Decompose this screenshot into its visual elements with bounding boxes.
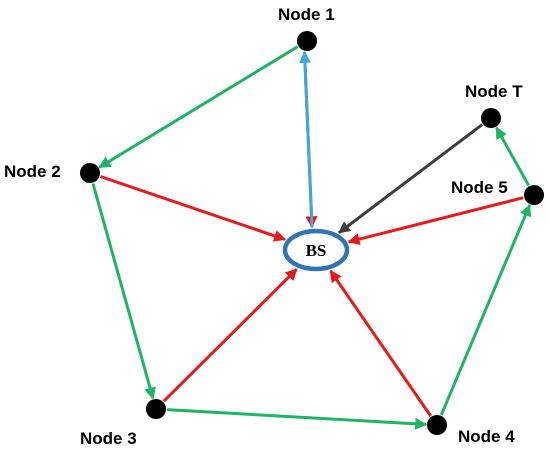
edges-layer [91,45,532,430]
edge-bs-to-node1 [298,50,314,228]
edge-node1-to-node2 [98,45,299,169]
edge-node2-to-node3 [91,183,156,400]
node-t-dot [481,108,501,128]
base-station: BS [282,228,350,272]
node-labels: Node 1 Node 2 Node 3 Node 4 Node 5 Node … [4,5,523,448]
node-3-dot [146,399,166,419]
node-4-dot [427,415,447,435]
node-1-label: Node 1 [278,5,335,24]
node-2-dot [80,163,100,183]
base-station-label: BS [306,241,327,260]
edge-node2-to-bs [99,175,287,242]
node-3-label: Node 3 [80,429,137,448]
node-t-label: Node T [465,82,523,101]
edge-node5-to-bs [347,196,524,245]
node-5-label: Node 5 [451,178,508,197]
edge-node3-to-node4 [166,408,428,430]
edge-node5-to-nodeT [495,126,530,187]
base-station-ellipse [282,228,350,272]
edge-node4-to-bs [329,269,432,417]
node-1-dot [297,31,317,51]
edge-nodeT-to-bs [338,123,484,234]
node-4-label: Node 4 [458,427,515,446]
edge-node3-to-bs [162,268,298,403]
node-5-dot [524,185,544,205]
edge-node4-to-node5 [439,203,532,416]
node-2-label: Node 2 [4,162,61,181]
nodes-layer [80,31,544,435]
